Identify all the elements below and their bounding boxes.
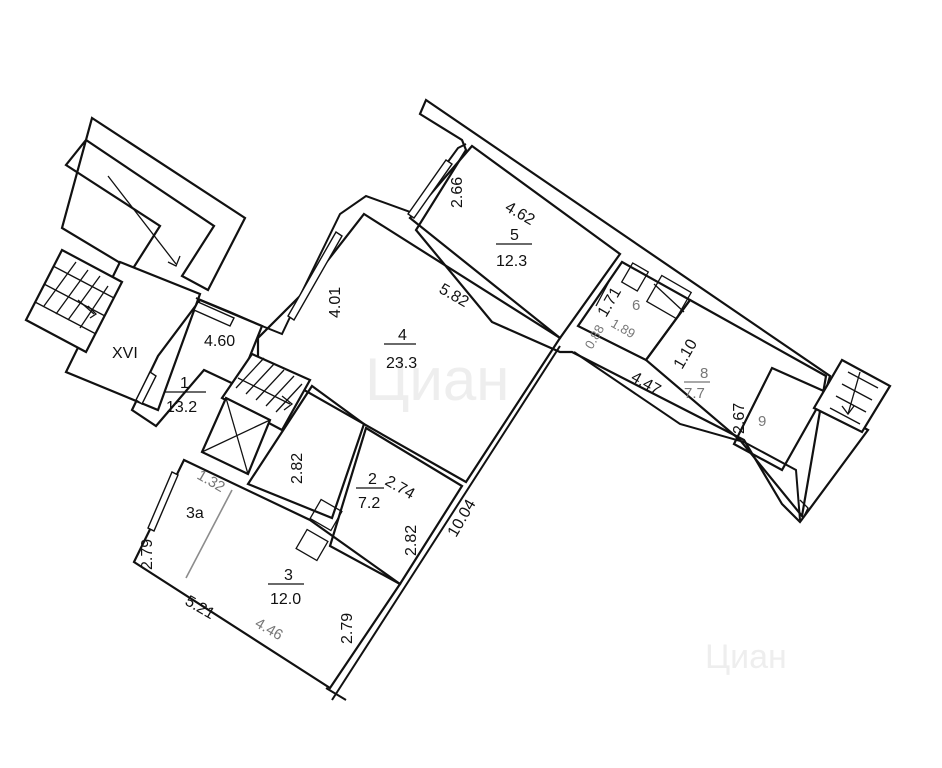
- dim-2-74: 2.74: [382, 473, 418, 503]
- room-2-walls: [328, 426, 464, 586]
- room-9-walls: [732, 366, 828, 472]
- dim-4-01: 4.01: [327, 287, 344, 318]
- watermark-corner: Циан: [705, 638, 787, 676]
- room-9-number: 9: [758, 413, 766, 430]
- room-1-area: 13.2: [166, 399, 197, 416]
- window-room-5: [407, 159, 453, 219]
- dim-4-47: 4.47: [628, 369, 664, 399]
- dim-0-88: 0.88: [582, 322, 608, 351]
- stair-label: XVI: [112, 345, 138, 362]
- dim-4-60: 4.60: [204, 333, 235, 350]
- watermark-main: Циан: [365, 346, 509, 413]
- dim-2-82-room2: 2.82: [403, 525, 420, 556]
- window-room-3a: [147, 471, 179, 532]
- room-5-number: 5: [510, 227, 519, 244]
- door-entrance: [193, 301, 235, 327]
- dim-2-66: 2.66: [449, 177, 466, 208]
- room-4-number: 4: [398, 327, 407, 344]
- dim-2-82-storage: 2.82: [289, 453, 306, 484]
- wall-diagonal: [331, 345, 561, 701]
- stair-corridor: [60, 116, 247, 292]
- room-5-area: 12.3: [496, 253, 527, 270]
- wing-outline: [414, 98, 870, 524]
- room-2-area: 7.2: [358, 495, 380, 512]
- room-3-number: 3: [284, 567, 293, 584]
- apartment-walls: [195, 98, 892, 524]
- dim-4-46: 4.46: [252, 615, 286, 644]
- window-room-1: [135, 370, 157, 406]
- room-8-walls: [644, 298, 828, 519]
- room-6-number: 6: [632, 297, 640, 314]
- partition-3a: [185, 489, 233, 579]
- room-3a-number: 3а: [186, 505, 204, 522]
- room-labels: 1 13.2 2 7.2 3 12.0 3а 4 23.3 5 12.3 6 8…: [164, 227, 766, 608]
- lower-left-rooms: [130, 298, 561, 701]
- window-room-4: [287, 231, 343, 321]
- room-storage: [246, 384, 366, 520]
- dimension-labels: 4.60 2.82 2.74 2.82 1.32 2.79 4.46 2.79 …: [139, 177, 748, 644]
- dim-1-10: 1.10: [671, 336, 701, 372]
- room-1-number: 1: [180, 375, 189, 392]
- dim-2-67: 2.67: [731, 403, 748, 434]
- dim-1-71: 1.71: [595, 284, 625, 320]
- room-1-walls: [130, 298, 264, 428]
- dim-4-62: 4.62: [502, 199, 538, 229]
- room-8-area: 7.7: [684, 385, 705, 402]
- room-3-area: 12.0: [270, 591, 301, 608]
- room-4-area: 23.3: [386, 355, 417, 372]
- dim-1-32: 1.32: [194, 467, 228, 496]
- staircase-xvi: XVI: [24, 116, 247, 412]
- dim-2-79-right: 2.79: [339, 613, 356, 644]
- dim-5-21: 5.21: [182, 593, 218, 623]
- windows: [135, 159, 453, 532]
- room-8-number: 8: [700, 365, 708, 382]
- wall-south-right: [573, 351, 801, 521]
- stair-flight-left: [24, 248, 124, 354]
- room-2-number: 2: [368, 471, 377, 488]
- dim-1-89: 1.89: [609, 316, 638, 342]
- dim-5-82: 5.82: [436, 281, 472, 311]
- dim-2-79-left: 2.79: [139, 539, 156, 570]
- stair-flight-right: [812, 358, 892, 434]
- room-3-walls: [132, 458, 402, 690]
